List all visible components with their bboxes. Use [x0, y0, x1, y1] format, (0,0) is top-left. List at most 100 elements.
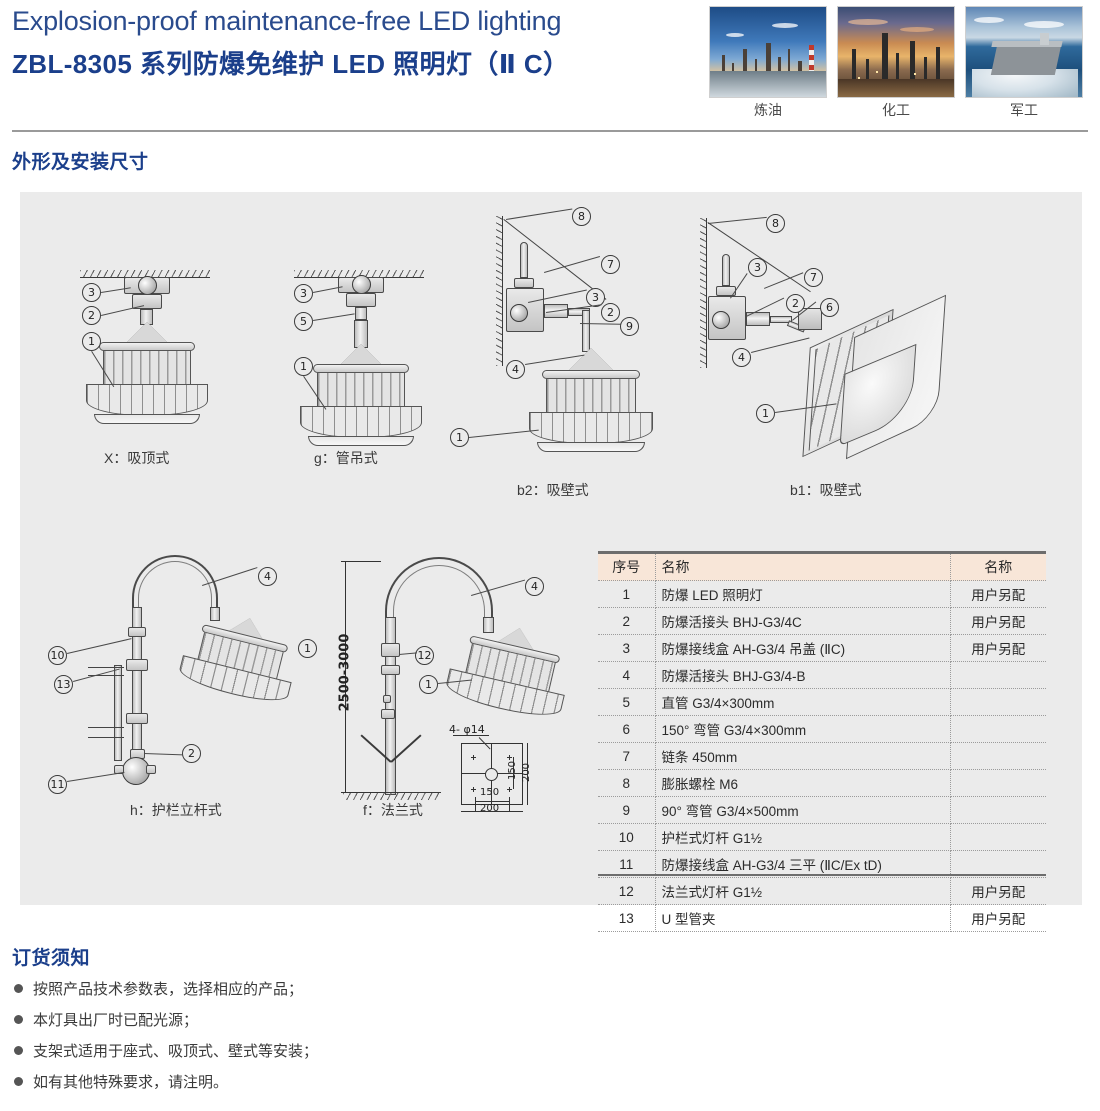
balloon-1: 1 — [298, 639, 317, 658]
order-note-item: 按照产品技术参数表，选择相应的产品； — [14, 982, 318, 997]
drawing-b1-wall: 8 3 7 2 6 4 1 b1：吸壁式 — [670, 192, 960, 522]
section-title-order: 订货须知 — [12, 948, 91, 969]
cell-serial: 5 — [598, 688, 656, 716]
drawing-b2-wall: 8 7 3 2 9 4 1 b2：吸壁式 — [440, 192, 700, 522]
refinery-photo — [709, 6, 827, 98]
cell-serial: 11 — [598, 850, 656, 878]
balloon-3: 3 — [586, 288, 605, 307]
balloon-7: 7 — [804, 268, 823, 287]
cell-serial: 13 — [598, 904, 656, 932]
drawing-g-pipe-hung: 3 5 1 g：管吊式 — [232, 192, 482, 492]
drawing-caption-f: f：法兰式 — [363, 802, 423, 818]
balloon-4: 4 — [506, 360, 525, 379]
balloon-3: 3 — [748, 258, 767, 277]
cell-name: 链条 450mm — [655, 742, 951, 770]
cell-name: 150° 弯管 G3/4×300mm — [655, 715, 951, 743]
balloon-1: 1 — [419, 675, 438, 694]
balloon-8: 8 — [766, 214, 785, 233]
bullet-icon — [14, 984, 23, 993]
drawing-caption-b2: b2：吸壁式 — [517, 482, 589, 498]
cell-name: 膨胀螺栓 M6 — [655, 769, 951, 797]
pole-height-dimension: 2500-3000 — [337, 633, 353, 712]
table-bottom-rule — [598, 874, 1046, 876]
balloon-1: 1 — [450, 428, 469, 447]
order-note-item: 如有其他特殊要求，请注明。 — [14, 1075, 318, 1090]
military-carrier-photo — [965, 6, 1083, 98]
th-serial: 序号 — [598, 553, 656, 581]
drawing-h-railing-pole: 4 1 10 13 2 11 h：护栏立杆式 — [30, 547, 317, 827]
drawing-caption-g: g：管吊式 — [314, 450, 378, 466]
application-photo-strip: 炼油 化工 — [709, 6, 1089, 124]
bullet-icon — [14, 1077, 23, 1086]
balloon-10: 10 — [48, 646, 67, 665]
cell-supply — [950, 661, 1046, 689]
cell-serial: 4 — [598, 661, 656, 689]
header-divider — [12, 130, 1088, 132]
cell-serial: 12 — [598, 877, 656, 905]
th-name: 名称 — [655, 553, 951, 581]
balloon-3: 3 — [294, 284, 313, 303]
cell-name: 护栏式灯杆 G1½ — [655, 823, 951, 851]
cell-serial: 8 — [598, 769, 656, 797]
lamp-body — [82, 322, 212, 427]
cell-name: 防爆接线盒 AH-G3/4 三平 (ⅡC/Ex tD) — [655, 850, 951, 878]
flange-inner-v: 150 — [507, 760, 519, 781]
drawing-caption-x: X：吸顶式 — [104, 450, 170, 466]
balloon-12: 12 — [415, 646, 434, 665]
cell-supply — [950, 796, 1046, 824]
balloon-8: 8 — [572, 207, 591, 226]
bullet-icon — [14, 1015, 23, 1024]
balloon-4: 4 — [258, 567, 277, 586]
order-notes-list: 按照产品技术参数表，选择相应的产品； 本灯具出厂时已配光源； 支架式适用于座式、吸顶… — [14, 982, 318, 1106]
cell-supply — [950, 769, 1046, 797]
balloon-2: 2 — [182, 744, 201, 763]
th-supply: 名称 — [950, 553, 1046, 581]
drawing-caption-b1: b1：吸壁式 — [790, 482, 862, 498]
flange-inner-h: 150 — [480, 787, 500, 798]
chemical-plant-photo — [837, 6, 955, 98]
cell-supply — [950, 688, 1046, 716]
balloon-4: 4 — [525, 577, 544, 596]
flange-bolt-detail: 4- φ14 150 200 150 200 — [449, 723, 553, 815]
drawing-panel: 3 2 1 X：吸顶式 3 5 1 g：管吊式 — [20, 192, 1082, 932]
cell-serial: 2 — [598, 607, 656, 635]
cell-serial: 10 — [598, 823, 656, 851]
application-caption: 军工 — [1010, 102, 1038, 118]
table-top-rule — [598, 551, 1046, 553]
cell-supply: 用户另配 — [950, 607, 1046, 635]
balloon-2: 2 — [601, 303, 620, 322]
cell-serial: 1 — [598, 580, 656, 608]
order-note-text: 支架式适用于座式、吸顶式、壁式等安装； — [33, 1043, 319, 1060]
order-note-item: 支架式适用于座式、吸顶式、壁式等安装； — [14, 1044, 318, 1059]
balloon-6: 6 — [820, 298, 839, 317]
cell-supply: 用户另配 — [950, 580, 1046, 608]
cell-supply — [950, 742, 1046, 770]
cell-supply: 用户另配 — [950, 877, 1046, 905]
balloon-9: 9 — [620, 317, 639, 336]
balloon-2: 2 — [786, 294, 805, 313]
order-note-item: 本灯具出厂时已配光源； — [14, 1013, 318, 1028]
cell-name: 直管 G3/4×300mm — [655, 688, 951, 716]
cell-name: 防爆活接头 BHJ-G3/4C — [655, 607, 951, 635]
application-caption: 化工 — [882, 102, 910, 118]
application-item: 炼油 — [709, 6, 827, 124]
page-header: Explosion-proof maintenance-free LED lig… — [0, 0, 1100, 132]
balloon-1: 1 — [294, 357, 313, 376]
balloon-1: 1 — [82, 332, 101, 351]
application-item: 军工 — [965, 6, 1083, 124]
balloon-1: 1 — [756, 404, 775, 423]
cell-serial: 9 — [598, 796, 656, 824]
application-item: 化工 — [837, 6, 955, 124]
cell-name: 防爆接线盒 AH-G3/4 吊盖 (ⅡC) — [655, 634, 951, 662]
